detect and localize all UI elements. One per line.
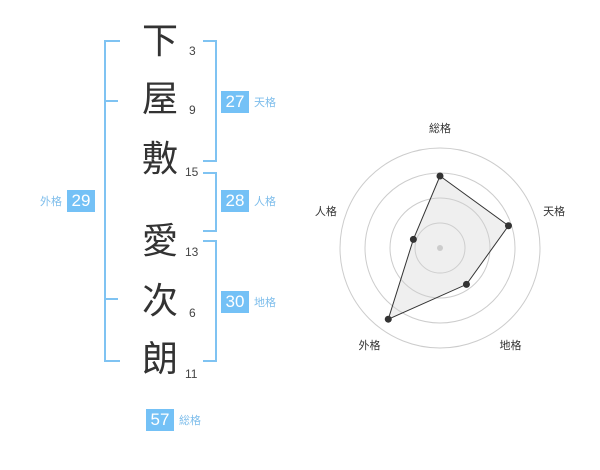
radar-point-1 — [436, 172, 444, 180]
jinkaku-score: 28 人格 — [221, 190, 276, 212]
stroke-count-2: 9 — [189, 103, 196, 117]
chikaku-value: 30 — [221, 291, 249, 313]
chikaku-label: 地格 — [254, 296, 276, 309]
radar-axis-label-4: 外格 — [358, 338, 380, 352]
stroke-count-3: 15 — [185, 165, 199, 179]
radar-point-5 — [409, 235, 417, 243]
stroke-count-4: 13 — [185, 245, 199, 259]
radar-axis-label-2: 天格 — [543, 204, 565, 218]
stroke-count-1: 3 — [189, 44, 196, 58]
radar-ring — [414, 222, 466, 274]
name-char-6: 朗 — [141, 339, 178, 380]
soukaku-score: 57 総格 — [146, 409, 201, 431]
radar-center — [437, 245, 443, 251]
tenkaku-value: 27 — [221, 91, 249, 113]
radar-point-4 — [384, 315, 392, 323]
name-char-5: 次 — [141, 281, 178, 322]
name-char-2: 屋 — [141, 79, 178, 120]
chikaku-bracket — [203, 240, 217, 362]
jinkaku-bracket — [203, 172, 217, 232]
soukaku-label: 総格 — [179, 414, 201, 427]
name-char-1: 下 — [141, 21, 178, 62]
name-char-4: 愛 — [141, 221, 178, 262]
radar-point-3 — [462, 280, 470, 288]
gaikaku-label: 外格 — [40, 195, 62, 208]
radar-ring — [389, 197, 491, 299]
radar-axis-label-3: 地格 — [500, 338, 522, 352]
radar-series-area — [387, 175, 510, 321]
radar-point-2 — [504, 222, 512, 230]
gaikaku-score: 29 外格 — [40, 190, 95, 212]
jinkaku-label: 人格 — [254, 195, 276, 208]
stroke-count-5: 6 — [189, 306, 196, 320]
gaikaku-value: 29 — [67, 190, 95, 212]
chikaku-score: 30 地格 — [221, 291, 276, 313]
stroke-count-6: 11 — [185, 367, 198, 381]
soukaku-value: 57 — [146, 409, 174, 431]
tenkaku-bracket — [203, 40, 217, 162]
name-char-3: 敷 — [141, 139, 178, 180]
radar-axis-label-5: 人格 — [315, 204, 337, 218]
tenkaku-label: 天格 — [254, 96, 276, 109]
tenkaku-score: 27 天格 — [221, 91, 276, 113]
jinkaku-value: 28 — [221, 190, 249, 212]
radar-axis-label-1: 総格 — [429, 121, 451, 135]
radar-ring — [339, 147, 541, 349]
